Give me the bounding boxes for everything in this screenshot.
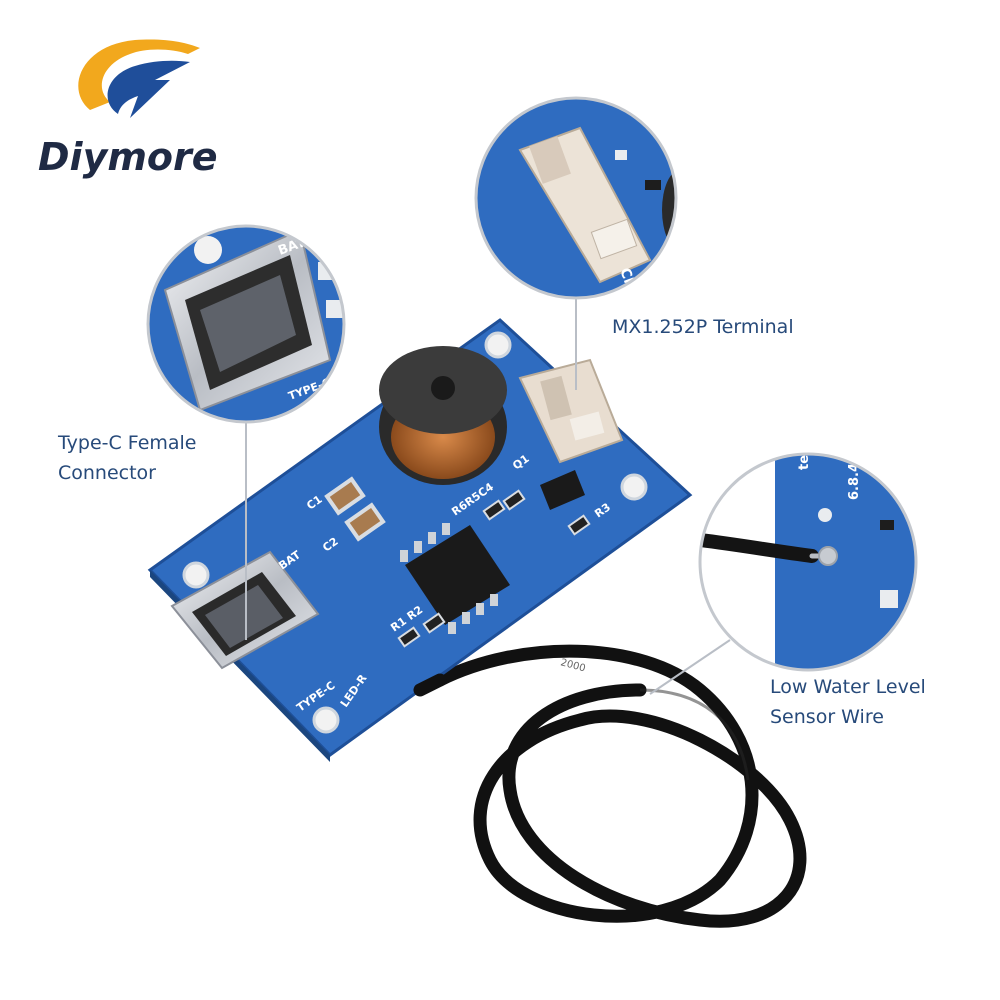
callout-label-typec: Type-C Female Connector <box>58 428 258 488</box>
cable-marking: 2000 <box>559 657 586 674</box>
resistor <box>482 499 506 521</box>
callout-label-terminal: MX1.252P Terminal <box>612 316 794 338</box>
zoom-marking-detection: tection <box>797 418 812 470</box>
callout-sensor-line2: Sensor Wire <box>770 706 884 728</box>
resistor <box>397 626 421 648</box>
callout-typec-line1: Type-C Female <box>58 432 197 454</box>
transistor-q1 <box>540 470 585 510</box>
resistor <box>567 514 591 536</box>
callout-label-sensor: Low Water Level Sensor Wire <box>770 672 990 732</box>
zoom-marking-pins: 6.8.4 <box>847 463 862 500</box>
resistor <box>502 489 526 511</box>
mount-hole <box>484 331 512 359</box>
leader-line-sensor <box>649 639 731 695</box>
brand-swoosh-icon <box>78 39 200 118</box>
capacitor-c2 <box>344 502 386 542</box>
callout-sensor-line1: Low Water Level <box>770 676 926 698</box>
brand-name: Diymore <box>38 135 218 179</box>
callout-sensor-zoom: tection 6.8.4 <box>698 418 918 672</box>
callout-typec-line2: Connector <box>58 462 156 484</box>
mount-hole <box>182 561 210 589</box>
brand-logo <box>60 30 210 140</box>
sensor-cable <box>433 644 807 928</box>
ic-chip <box>400 523 510 634</box>
callout-terminal-zoom: CNT <box>474 96 678 300</box>
inductor <box>379 346 507 485</box>
capacitor-c1 <box>324 476 366 516</box>
pcb-board: C1 C2 R6R5C4 Q1 R3 R1 R2 TYPE-C LED-R BA… <box>147 318 693 762</box>
callout-typec-zoom: BAT TYPE-C <box>146 224 346 424</box>
resistor <box>422 612 446 634</box>
mx-terminal <box>518 358 624 464</box>
mount-hole <box>312 706 340 734</box>
mount-hole <box>620 473 648 501</box>
